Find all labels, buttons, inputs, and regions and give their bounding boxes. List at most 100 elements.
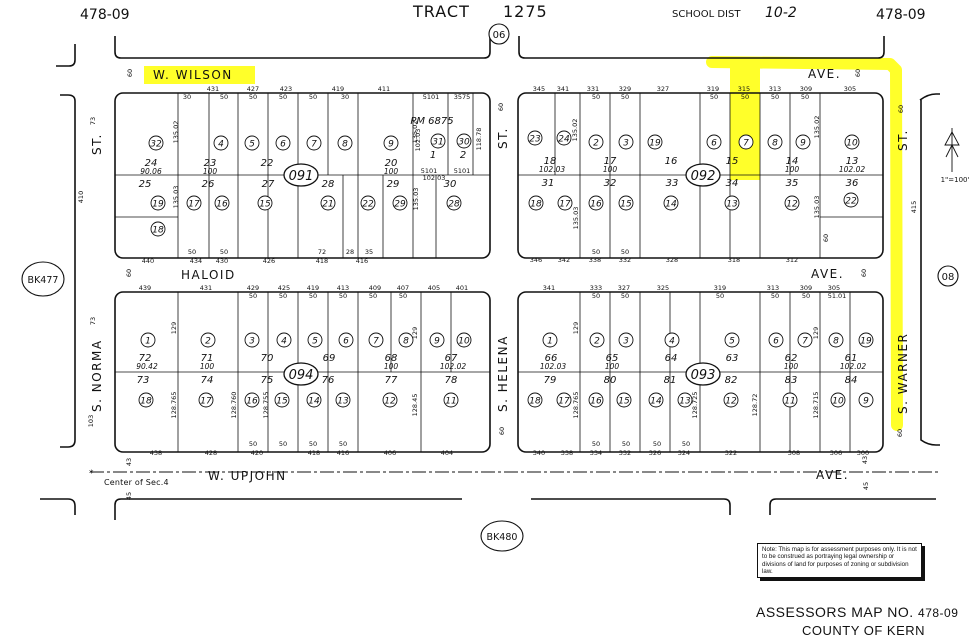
lot-number: 100 xyxy=(203,167,218,176)
dimension-label: 341 xyxy=(557,85,569,93)
lot-number: 74 xyxy=(201,375,214,386)
dimension-label: 416 xyxy=(337,449,349,457)
dimension-label: 426 xyxy=(263,257,275,265)
section-center-mark: * xyxy=(89,469,94,479)
dimension-label: 50 xyxy=(716,292,724,300)
map-number-right: 478-09 xyxy=(876,7,926,23)
side-dimension-label: 128.725 xyxy=(691,392,699,419)
parcel-circle xyxy=(198,392,214,408)
footer-title: ASSESSORS MAP NO. xyxy=(756,604,914,620)
parcel-circle xyxy=(588,195,604,211)
parcel-number: 22 xyxy=(845,197,857,207)
block-id: 091 xyxy=(289,169,314,184)
side-dimension-label: 43 xyxy=(125,458,133,466)
page-ref-06: 06 xyxy=(493,30,506,41)
side-dimension-label: 60 xyxy=(896,429,904,437)
parcel-number: 6 xyxy=(343,337,349,347)
dimension-label: 312 xyxy=(786,256,798,264)
parcel-circle xyxy=(306,135,322,151)
lot-number: 23 xyxy=(204,158,217,169)
parcel-number: 29 xyxy=(394,200,406,210)
side-dimension-label: 128.765 xyxy=(170,392,178,419)
dimension-label: 50 xyxy=(621,93,629,101)
lot-number: 102.03 xyxy=(540,362,566,371)
parcel-number: 9 xyxy=(800,139,806,149)
parcel-circle xyxy=(307,332,323,348)
lot-number: 35 xyxy=(786,178,799,189)
dimension-label: 50 xyxy=(249,93,257,101)
parcel-number: 16 xyxy=(216,200,228,210)
parcel-circle xyxy=(724,332,740,348)
lot-lines xyxy=(115,93,883,452)
parcel-circle xyxy=(138,392,154,408)
dimension-label: 429 xyxy=(247,284,259,292)
street-ave-bottom: AVE. xyxy=(816,468,849,482)
dimension-label: 102.03 xyxy=(423,174,446,182)
parcel-circle xyxy=(618,332,634,348)
street-st-center: ST. xyxy=(496,127,510,149)
parcel-circle xyxy=(274,392,290,408)
lot-number: 62 xyxy=(785,353,798,364)
parcel-circle xyxy=(214,195,230,211)
parcel-circle xyxy=(244,135,260,151)
highlight-w-wilson xyxy=(144,66,255,84)
dimension-label: 50 xyxy=(279,440,287,448)
right-of-way-lines xyxy=(40,36,940,520)
parcel-number: 10 xyxy=(846,139,858,149)
dimension-label: 405 xyxy=(428,284,440,292)
parcel-circle xyxy=(382,392,398,408)
parcel-circle xyxy=(527,392,543,408)
dimension-label: 425 xyxy=(278,284,290,292)
dimension-label: 305 xyxy=(828,284,840,292)
side-dimension-label: 128.72 xyxy=(751,394,759,417)
parcel-circle xyxy=(706,134,722,150)
parcel-number: 13 xyxy=(679,397,691,407)
dimension-label: 428 xyxy=(205,449,217,457)
dimension-label: 423 xyxy=(280,85,292,93)
parcel-circle xyxy=(213,135,229,151)
side-dimension-label: 135.02 xyxy=(411,121,419,144)
side-dimension-label: 60 xyxy=(860,269,868,277)
side-dimension-label: 128.715 xyxy=(812,392,820,419)
lot-number: 100 xyxy=(603,165,618,174)
parcel-circle xyxy=(616,392,632,408)
side-dimension-label: 60 xyxy=(498,427,506,435)
parcel-circle xyxy=(276,332,292,348)
parcel-number: 32 xyxy=(150,140,162,150)
map-number-left: 478-09 xyxy=(80,7,130,23)
side-dimension-label: 135.02 xyxy=(813,116,821,139)
parcel-number: 18 xyxy=(529,397,541,407)
lot-number: 25 xyxy=(139,179,152,190)
parcel-circle xyxy=(723,392,739,408)
dimension-label: 308 xyxy=(788,449,800,457)
side-dimension-label: 128.760 xyxy=(230,392,238,419)
parcel-circle xyxy=(257,195,273,211)
lot-number: 2 xyxy=(460,150,466,161)
dimension-label: 50 xyxy=(339,292,347,300)
parcel-circle xyxy=(528,195,544,211)
dimension-label: 434 xyxy=(190,257,202,265)
parcel-number: 9 xyxy=(434,337,440,347)
side-dimension-label: 410 xyxy=(77,191,85,203)
block-outline xyxy=(114,92,491,259)
lot-number: 31 xyxy=(542,178,555,189)
dimension-label: 50 xyxy=(249,440,257,448)
book-ref-480: BK480 xyxy=(487,532,518,543)
tract-label: TRACT xyxy=(413,2,470,21)
dimension-label: 50 xyxy=(339,440,347,448)
parcel-circle xyxy=(844,134,860,150)
lot-number: 36 xyxy=(846,178,859,189)
lot-number: 80 xyxy=(604,375,617,386)
dimension-label: 411 xyxy=(378,85,390,93)
side-dimension-label: 60 xyxy=(854,69,862,77)
parcel-circle xyxy=(337,135,353,151)
parcel-circle xyxy=(618,134,634,150)
parcel-number: 12 xyxy=(725,397,737,407)
parcel-circle xyxy=(738,134,754,150)
lot-number: 84 xyxy=(845,375,858,386)
dimension-label: 401 xyxy=(456,284,468,292)
dimension-label: 326 xyxy=(649,449,661,457)
parcel-circle xyxy=(392,195,408,211)
parcel-number: 17 xyxy=(558,397,570,407)
